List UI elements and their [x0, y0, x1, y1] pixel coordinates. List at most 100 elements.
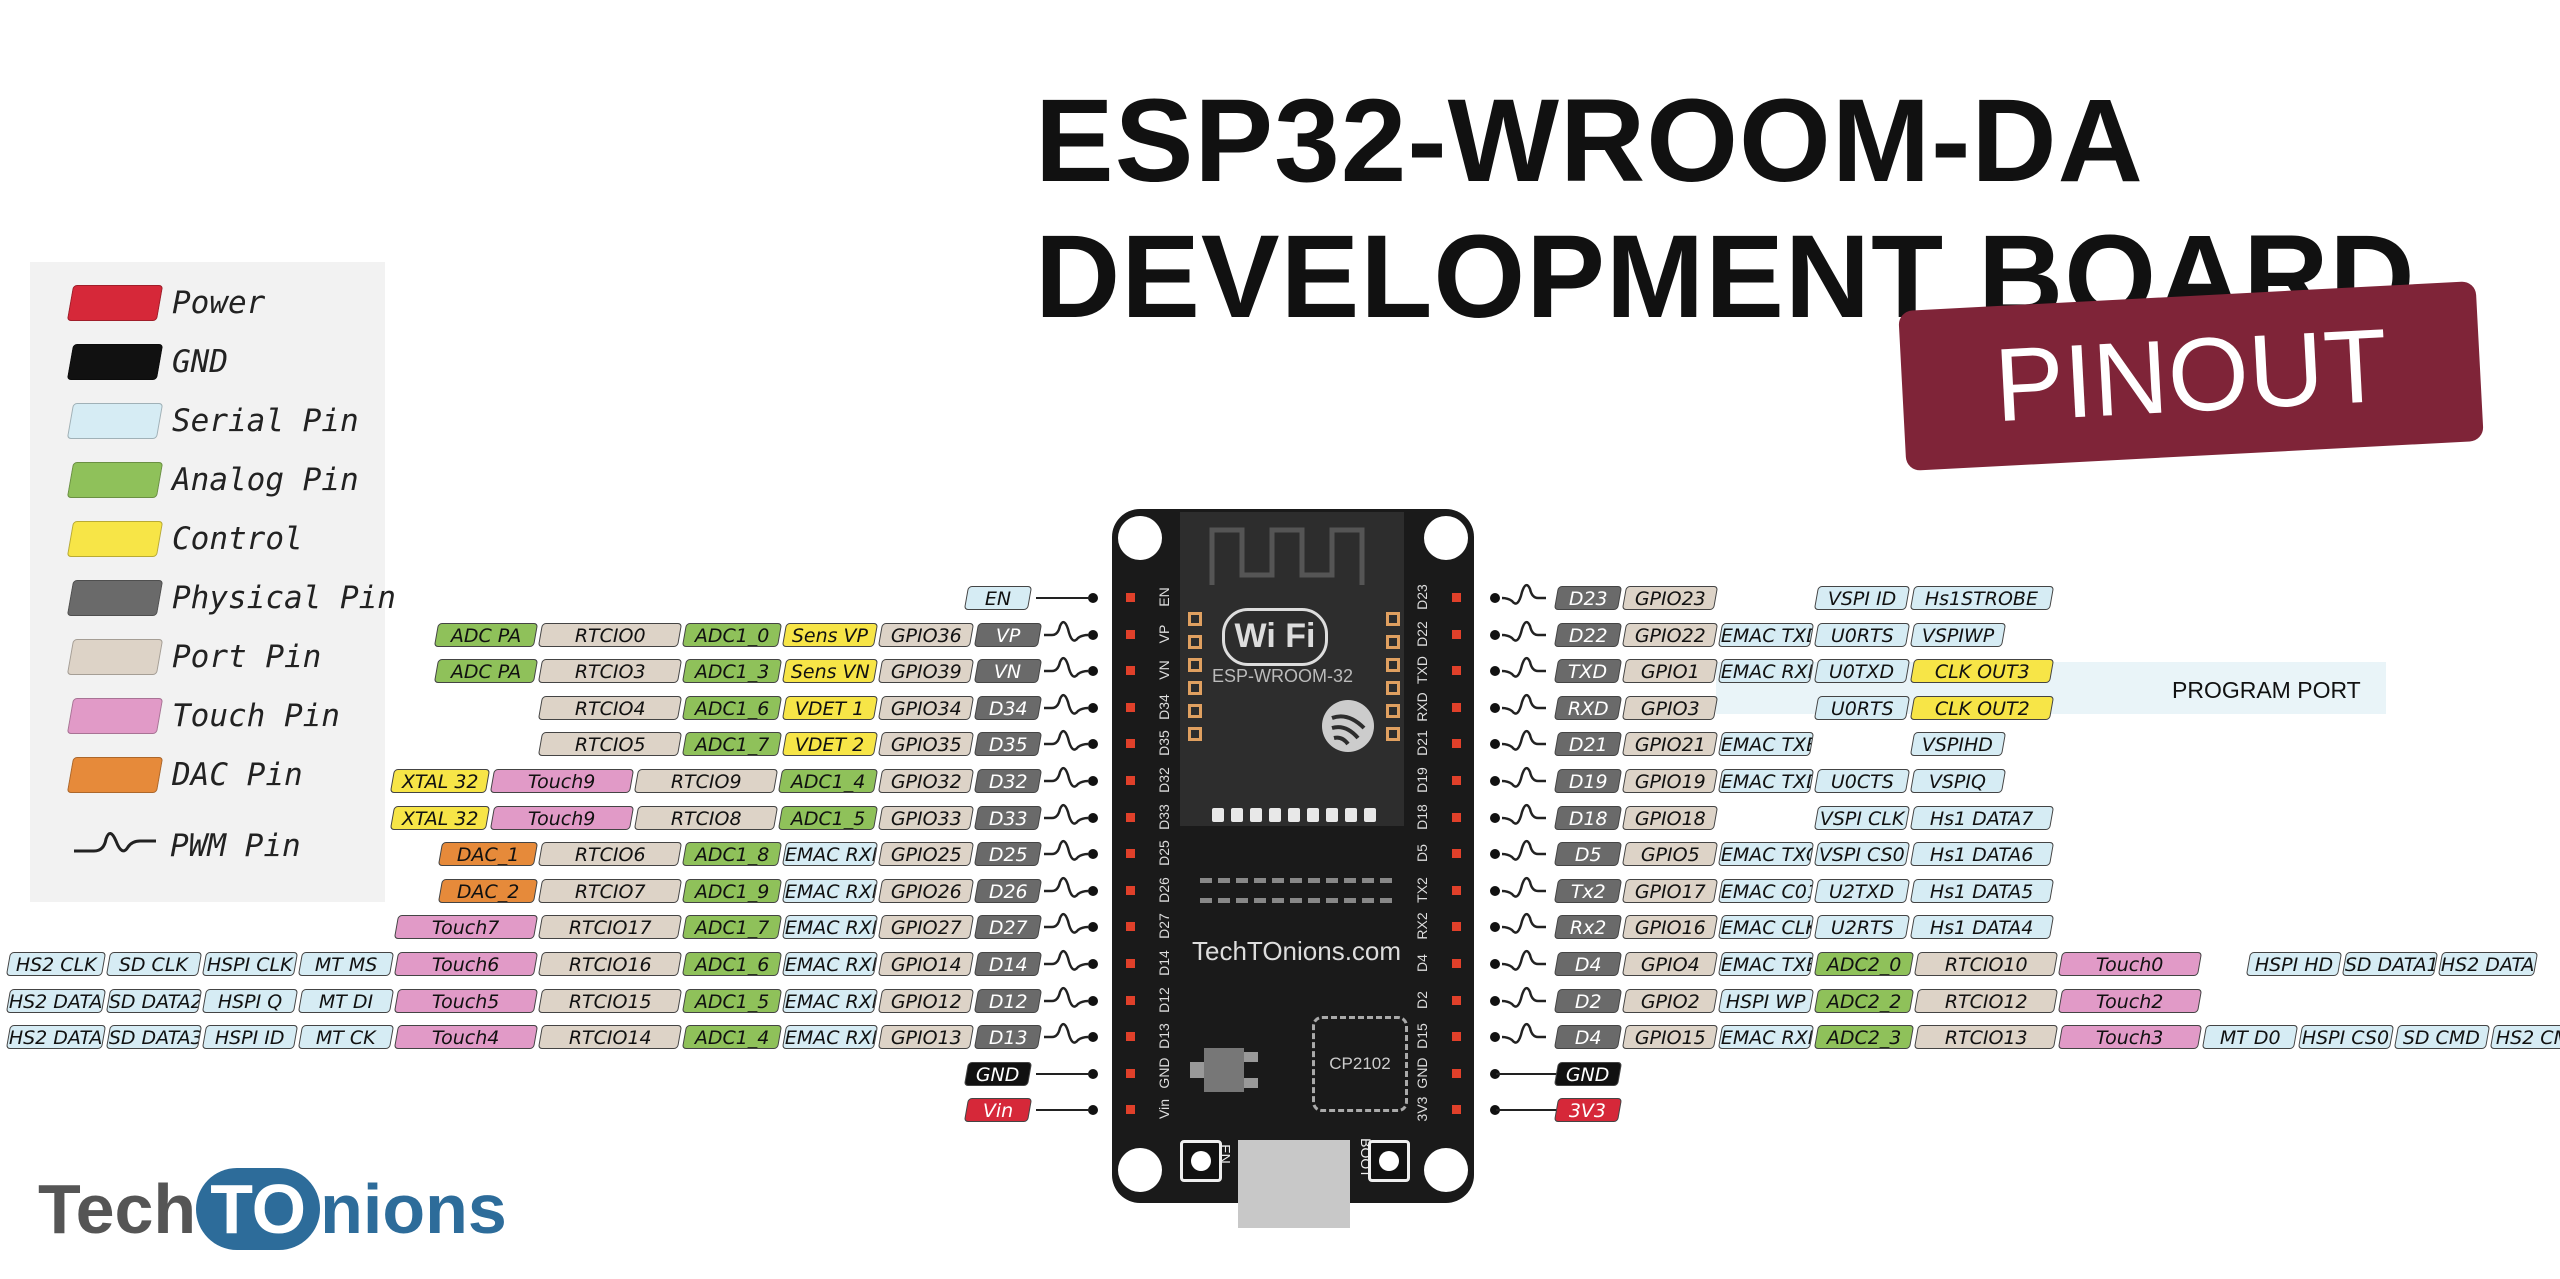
- label-text: HS2 DATA2: [8, 990, 107, 1013]
- label-text: ADC1_4: [790, 771, 866, 793]
- pwm-icon: [1044, 1023, 1088, 1044]
- mount-hole: [1424, 1148, 1468, 1192]
- label-text: Hs1 DATA5: [1930, 880, 2034, 903]
- label-text: EMAC C0180: [1720, 880, 1815, 903]
- control-label: CLK OUT3: [1909, 659, 2055, 684]
- edge-pad: [1452, 1068, 1461, 1078]
- edge-pad: [1126, 1068, 1135, 1078]
- edge-pad: [1452, 776, 1461, 785]
- serial-label: SD DATA1: [2341, 952, 2439, 976]
- edge-pin-label: D5: [1414, 844, 1430, 863]
- serial-label: VSPI CS0: [1813, 842, 1911, 867]
- edge-pad: [1452, 1032, 1461, 1042]
- edge-pad: [1126, 922, 1135, 932]
- analog-label: ADC1_6: [681, 695, 783, 720]
- label-text: D35: [988, 734, 1028, 757]
- label-text: ADC1_9: [694, 880, 770, 903]
- phys-label: D18: [1553, 805, 1623, 830]
- analog-label: ADC1_3: [681, 659, 783, 684]
- label-text: ADC1_0: [694, 624, 770, 647]
- serial-label: MT CK: [297, 1025, 395, 1050]
- board-trace: [1308, 878, 1320, 883]
- port-label: GPIO27: [877, 915, 975, 940]
- label-text: Touch5: [432, 990, 500, 1013]
- pin-dot: [1490, 776, 1500, 786]
- espressif-icon: [1322, 700, 1374, 752]
- board-trace: [1344, 878, 1356, 883]
- module-pad: [1386, 658, 1400, 672]
- touch-label: Touch7: [393, 915, 539, 940]
- module-pad: [1269, 808, 1281, 822]
- legend-label: Power: [172, 285, 266, 321]
- label-text: GPIO4: [1640, 954, 1700, 976]
- serial-label: HS2 CMD: [2489, 1025, 2560, 1050]
- label-text: GPIO18: [1634, 807, 1706, 830]
- pin-dot: [1088, 593, 1098, 603]
- serial-label: VSPIHD: [1909, 732, 2007, 757]
- usb-port[interactable]: [1238, 1140, 1350, 1228]
- port-label: GPIO34: [877, 695, 975, 720]
- port-label: GPIO12: [877, 988, 975, 1013]
- port-label: RTCIO5: [537, 732, 683, 757]
- label-text: ADC1_7: [694, 734, 770, 757]
- boot-button[interactable]: [1368, 1140, 1410, 1182]
- phys-label: D13: [973, 1025, 1043, 1050]
- label-text: GND: [1566, 1063, 1610, 1086]
- label-text: Touch3: [2096, 1027, 2164, 1050]
- pin-dot: [1088, 885, 1098, 896]
- label-text: Hs1 DATA7: [1930, 807, 2034, 830]
- touch-label: Touch9: [489, 769, 635, 793]
- port-label: GPIO22: [1621, 622, 1719, 647]
- port-label: GPIO3: [1621, 695, 1719, 720]
- label-text: RTCIO7: [574, 880, 646, 903]
- label-text: ADC2_0: [1826, 954, 1902, 976]
- edge-pin-label: VN: [1156, 660, 1172, 680]
- pin-dot: [1088, 739, 1098, 750]
- label-text: GPIO36: [890, 624, 962, 647]
- edge-pin-label: GND: [1156, 1057, 1172, 1089]
- label-text: GPIO39: [890, 661, 962, 684]
- label-text: HSPI CS0: [2302, 1027, 2390, 1050]
- port-label: RTCIO8: [633, 805, 779, 830]
- port-label: GPIO36: [877, 622, 975, 647]
- serial-label: MT DI: [297, 988, 395, 1013]
- board-trace: [1272, 878, 1284, 883]
- control-label: Sens VN: [781, 659, 879, 684]
- label-text: Sens VP: [791, 624, 868, 647]
- label-text: GPIO15: [1634, 1027, 1706, 1050]
- pin-dot: [1490, 666, 1500, 677]
- port-label: RTCIO4: [537, 695, 683, 720]
- pwm-icon: [1502, 949, 1546, 971]
- label-text: EMAC TXCLK: [1720, 844, 1815, 867]
- board-trace: [1326, 878, 1338, 883]
- label-text: XTAL 32: [401, 771, 479, 793]
- legend-label: Analog Pin: [172, 462, 359, 498]
- label-text: VN: [994, 661, 1022, 684]
- label-text: Touch9: [528, 807, 596, 830]
- analog-label: ADC1_9: [681, 878, 783, 903]
- en-button[interactable]: [1180, 1140, 1222, 1182]
- label-text: EMAC RXD3: [1720, 1027, 1815, 1050]
- edge-pin-label: D33: [1156, 803, 1172, 830]
- serial-label: U0TXD: [1813, 659, 1911, 684]
- port-label: RTCIO10: [1913, 952, 2059, 976]
- edge-pin-label: D14: [1156, 950, 1172, 976]
- label-text: VSPIWP: [1921, 624, 1995, 647]
- board-trace: [1254, 878, 1266, 883]
- label-text: VSPI ID: [1827, 588, 1897, 610]
- label-text: ADC1_7: [694, 917, 770, 940]
- mount-hole: [1118, 1148, 1162, 1192]
- label-text: HS2 CMD: [2495, 1027, 2560, 1050]
- phys-label: D26: [973, 878, 1043, 903]
- edge-pin-label: D15: [1414, 1023, 1430, 1050]
- edge-pin-label: D34: [1156, 693, 1172, 720]
- phys-label: D21: [1553, 732, 1623, 757]
- label-text: EN: [984, 588, 1011, 610]
- module-pad: [1188, 635, 1202, 649]
- pin-dot: [1490, 739, 1500, 750]
- serial-label: U0CTS: [1813, 769, 1911, 793]
- port-label: RTCIO0: [537, 622, 683, 647]
- phys-label: D12: [973, 988, 1043, 1013]
- board-trace: [1308, 898, 1320, 903]
- serial-label: EMAC RXDV: [781, 915, 879, 940]
